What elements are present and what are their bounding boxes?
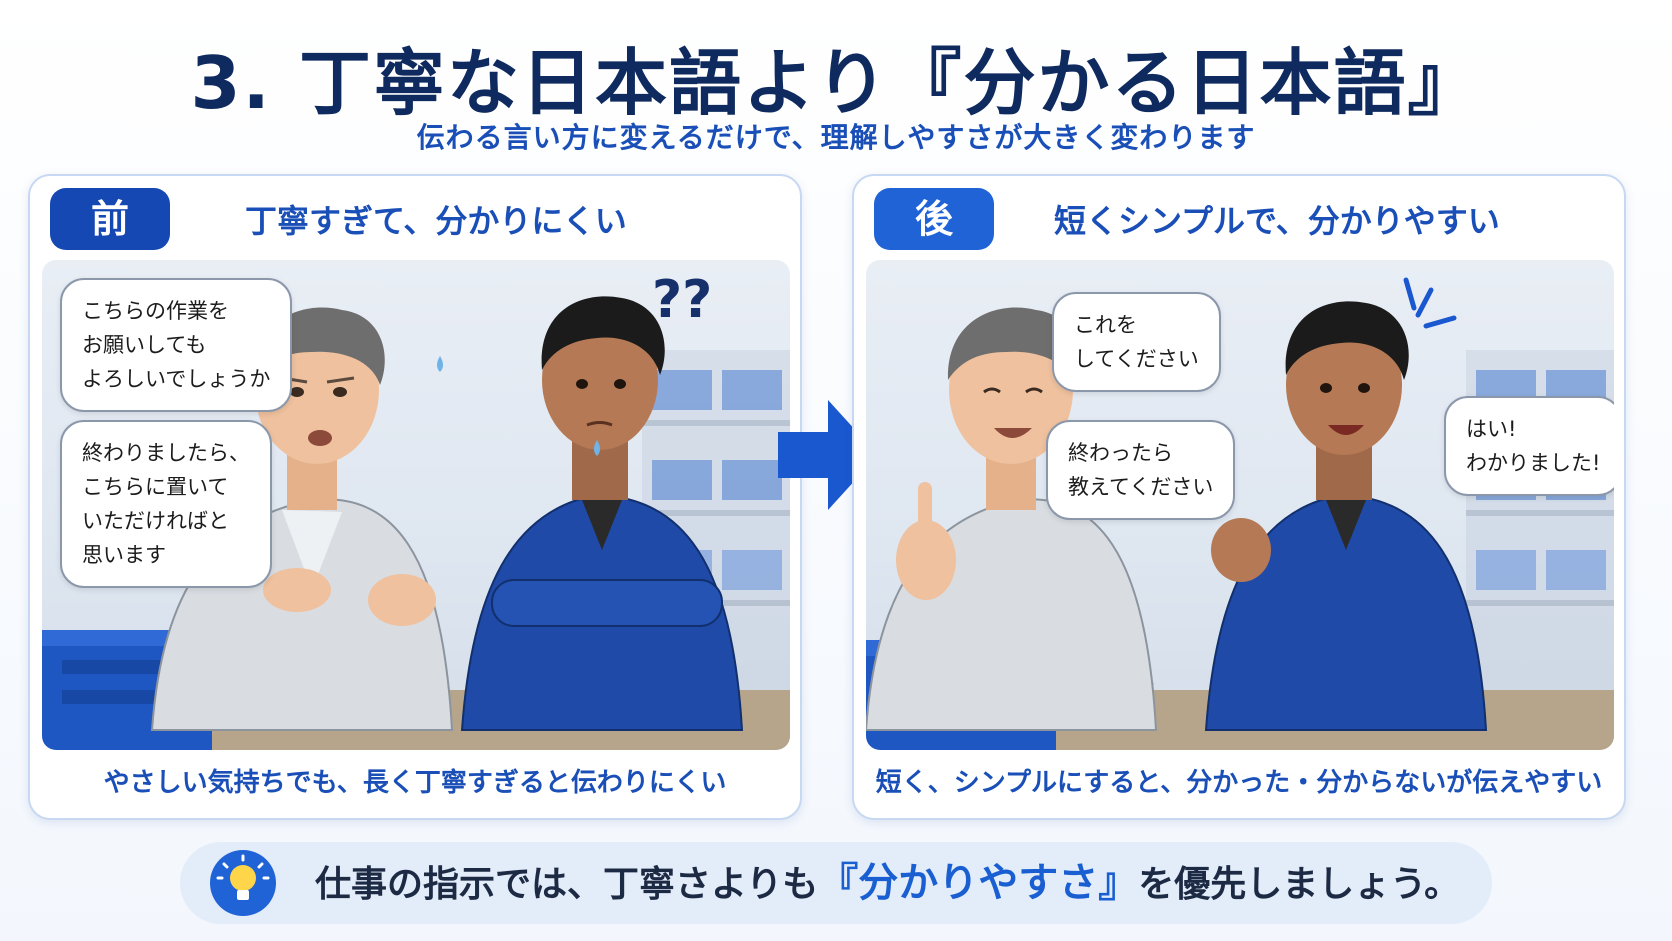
before-caption: やさしい気持ちでも、長く丁寧すぎると伝わりにくい	[103, 768, 727, 798]
tip-text-before: 仕事の指示では、丁寧さよりも	[315, 864, 819, 905]
after-scene-illustration: これを してください 終わったら 教えてください はい! わかりました!	[866, 260, 1614, 750]
before-badge: 前	[50, 188, 170, 250]
tip-highlight: 『分かりやすさ』	[818, 860, 1139, 906]
speech-bubble-reply: はい! わかりました!	[1444, 396, 1614, 496]
after-caption: 短く、シンプルにすると、分かった・分からないが伝えやすい	[875, 768, 1603, 798]
confused-question-marks: ??	[652, 270, 713, 330]
after-heading: 短くシンプルで、分かりやすい	[1054, 202, 1500, 240]
page-subtitle: 伝わる言い方に変えるだけで、理解しやすさが大きく変わります	[416, 121, 1256, 154]
lightbulb-icon	[210, 850, 276, 916]
speech-bubble-simple-request: これを してください	[1052, 292, 1221, 392]
speech-bubble-simple-instruction: 終わったら 教えてください	[1046, 420, 1236, 520]
before-heading: 丁寧すぎて、分かりにくい	[245, 202, 627, 240]
after-panel: 後 短くシンプルで、分かりやすい	[852, 174, 1626, 820]
tip-text-after: を優先しましょう。	[1138, 864, 1461, 905]
speech-bubble-polite-instruction: 終わりましたら、 こちらに置いて いただければと 思います	[60, 420, 272, 588]
before-panel: 前 丁寧すぎて、分かりにくい	[28, 174, 802, 820]
after-badge: 後	[874, 188, 994, 250]
tip-message: 仕事の指示では、丁寧さよりも『分かりやすさ』を優先しましょう。	[315, 854, 1460, 914]
page-title: 3. 丁寧な日本語より『分かる日本語』	[190, 41, 1482, 125]
speech-bubble-polite-request: こちらの作業を お願いしても よろしいでしょうか	[60, 278, 293, 412]
tip-banner: 仕事の指示では、丁寧さよりも『分かりやすさ』を優先しましょう。	[180, 842, 1492, 924]
before-scene-illustration: こちらの作業を お願いしても よろしいでしょうか 終わりましたら、 こちらに置い…	[42, 260, 790, 750]
factory-scene-after	[866, 277, 1614, 750]
